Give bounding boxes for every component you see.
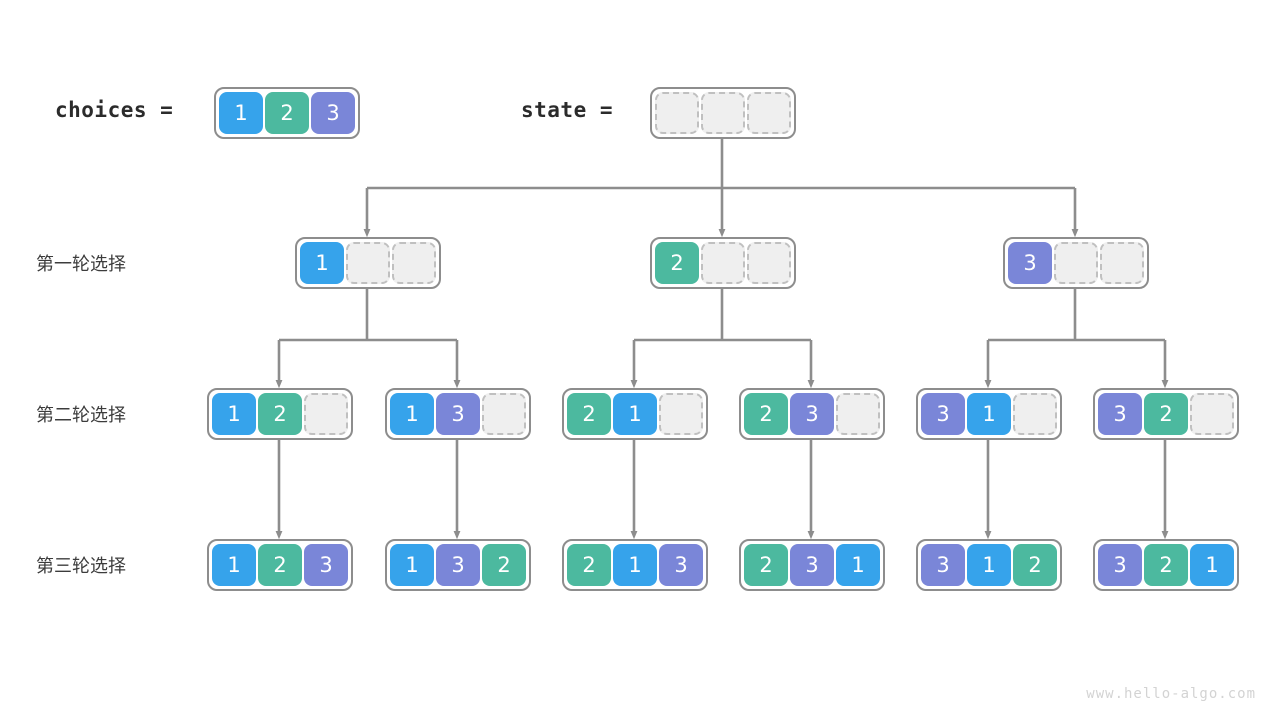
choices-cell-2: 2 [265,92,309,134]
level3-node2-cell-1: 1 [390,544,434,586]
level3-node5-cell-2: 1 [967,544,1011,586]
level3-node3-cell-3: 3 [659,544,703,586]
level3-node2-cell-2: 3 [436,544,480,586]
state-cell-3 [747,92,791,134]
level1-node3-cell-3 [1100,242,1144,284]
watermark: www.hello-algo.com [1086,686,1256,702]
level3-node6-cell-2: 2 [1144,544,1188,586]
level2-node3-cell-3 [659,393,703,435]
level2-node1-cell-3 [304,393,348,435]
level1-node1-cell-1: 1 [300,242,344,284]
level3-node6-cell-3: 1 [1190,544,1234,586]
state-array [650,87,796,139]
level3-node1-cell-3: 3 [304,544,348,586]
level3-node4-cell-3: 1 [836,544,880,586]
state-cell-2 [701,92,745,134]
level2-node6-cell-1: 3 [1098,393,1142,435]
level2-node4-cell-1: 2 [744,393,788,435]
level2-node6-cell-3 [1190,393,1234,435]
level2-node3-cell-2: 1 [613,393,657,435]
tree-node-level1-2: 2 [650,237,796,289]
level2-node2-cell-3 [482,393,526,435]
level2-node5-cell-3 [1013,393,1057,435]
level1-node1-cell-2 [346,242,390,284]
choices-cell-3: 3 [311,92,355,134]
level2-node5-cell-2: 1 [967,393,1011,435]
tree-node-level1-3: 3 [1003,237,1149,289]
state-cell-1 [655,92,699,134]
row-label-round-2: 第二轮选择 [36,405,126,426]
level1-node2-cell-3 [747,242,791,284]
level1-node2-cell-1: 2 [655,242,699,284]
row-label-round-1: 第一轮选择 [36,254,126,275]
level3-node5-cell-1: 3 [921,544,965,586]
level2-node3-cell-1: 2 [567,393,611,435]
level2-node1-cell-1: 1 [212,393,256,435]
level1-node3-cell-1: 3 [1008,242,1052,284]
level1-node1-cell-3 [392,242,436,284]
level2-node1-cell-2: 2 [258,393,302,435]
level3-node1-cell-1: 1 [212,544,256,586]
level3-node6-cell-1: 3 [1098,544,1142,586]
level3-node4-cell-2: 3 [790,544,834,586]
level2-node2-cell-2: 3 [436,393,480,435]
level3-node3-cell-2: 1 [613,544,657,586]
level3-node4-cell-1: 2 [744,544,788,586]
state-label: state = [521,98,614,122]
level3-node2-cell-3: 2 [482,544,526,586]
level3-node5-cell-3: 2 [1013,544,1057,586]
level2-node4-cell-3 [836,393,880,435]
level3-node1-cell-2: 2 [258,544,302,586]
choices-cell-1: 1 [219,92,263,134]
level2-node2-cell-1: 1 [390,393,434,435]
row-label-round-3: 第三轮选择 [36,556,126,577]
level1-node3-cell-2 [1054,242,1098,284]
tree-node-level1-1: 1 [295,237,441,289]
level2-node4-cell-2: 3 [790,393,834,435]
level3-node3-cell-1: 2 [567,544,611,586]
level2-node6-cell-2: 2 [1144,393,1188,435]
level2-node5-cell-1: 3 [921,393,965,435]
choices-label: choices = [55,98,174,122]
level1-node2-cell-2 [701,242,745,284]
